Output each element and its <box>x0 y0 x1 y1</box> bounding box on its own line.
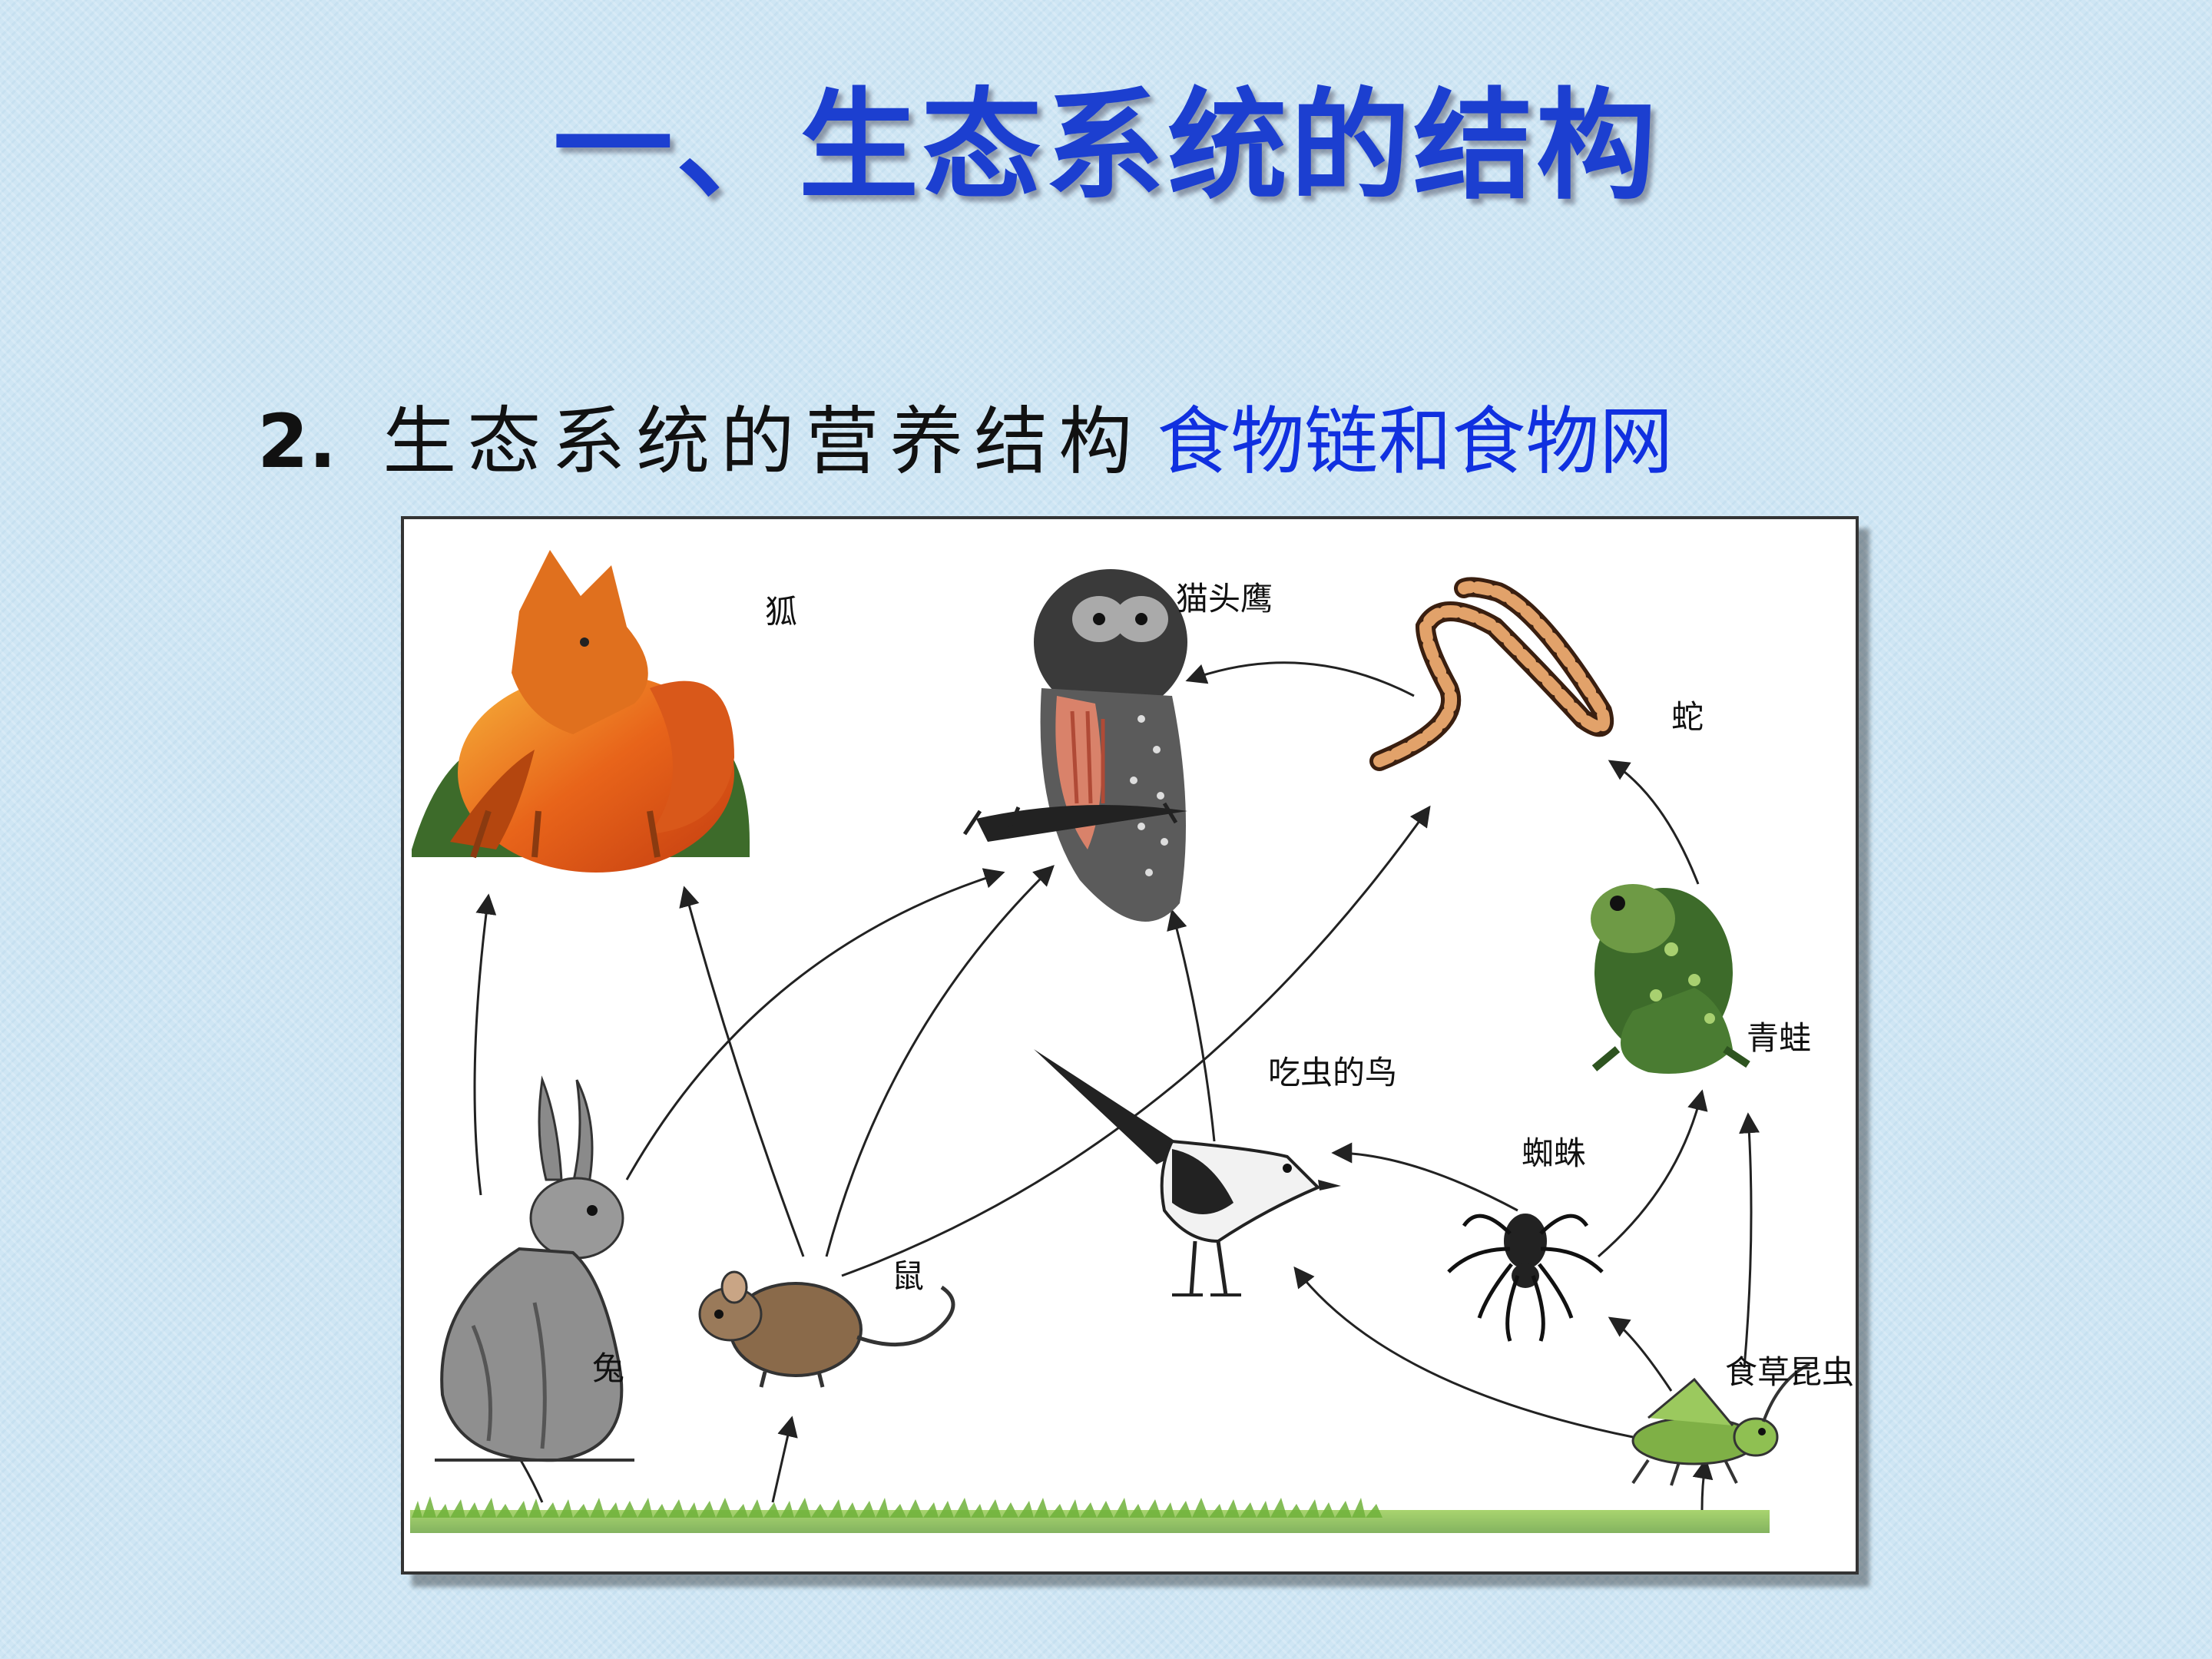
subtitle-text: 生态系统的营养结构 <box>382 399 1144 485</box>
arrow-rabbit-owl <box>625 868 1005 1181</box>
slide-subtitle: 2. 生态系统的营养结构食物链和食物网 <box>257 396 1673 488</box>
arrow-frog-snake <box>1608 760 1700 885</box>
arrow-snake-owl <box>1185 661 1415 697</box>
insect-bird-illustration <box>1034 1049 1341 1296</box>
owl-illustration <box>962 569 1187 922</box>
grasshopper-illustration <box>1631 1363 1810 1486</box>
arrow-mouse-owl <box>825 865 1055 1257</box>
label-rabbit: 兔 <box>592 1349 624 1387</box>
mouse-illustration <box>698 1270 955 1388</box>
subtitle-accent: 食物链和食物网 <box>1157 399 1674 485</box>
arrow-rabbit-fox <box>473 893 497 1196</box>
food-web-arrows <box>473 661 1760 1511</box>
arrow-grasshopper-spider <box>1608 1316 1673 1392</box>
arrow-grasshopper-frog <box>1739 1112 1760 1369</box>
arrow-grass-mouse <box>771 1416 798 1503</box>
frog-illustration <box>1591 884 1750 1074</box>
arrow-spider-frog <box>1598 1089 1708 1258</box>
spider-illustration <box>1447 1214 1604 1342</box>
label-fox: 狐 <box>765 593 797 631</box>
arrow-mouse-fox <box>679 886 805 1257</box>
snake-illustration <box>1369 577 1614 771</box>
arrow-grass-grasshopper <box>1692 1458 1714 1511</box>
fox-illustration <box>412 550 750 873</box>
rabbit-illustration <box>435 1075 634 1462</box>
label-frog: 青蛙 <box>1747 1019 1811 1057</box>
label-snake: 蛇 <box>1671 698 1704 736</box>
arrow-grasshopper-bird <box>1293 1266 1634 1439</box>
arrow-bird-owl <box>1167 909 1216 1142</box>
arrow-mouse-snake <box>841 805 1431 1277</box>
label-mouse: 鼠 <box>892 1257 924 1295</box>
label-insect-bird: 吃虫的鸟 <box>1268 1054 1397 1091</box>
food-web-diagram: 狐 猫头鹰 蛇 青蛙 吃虫的鸟 蜘蛛 兔 鼠 食草昆虫 <box>410 550 1854 1533</box>
subtitle-number: 2. <box>257 399 337 485</box>
grass-strip <box>410 1496 1771 1533</box>
label-owl: 猫头鹰 <box>1176 580 1273 618</box>
food-web-panel: 狐 猫头鹰 蛇 青蛙 吃虫的鸟 蜘蛛 兔 鼠 食草昆虫 <box>401 516 1859 1575</box>
label-grasshopper: 食草昆虫 <box>1725 1353 1854 1391</box>
slide-title: 一、生态系统的结构 <box>553 76 1659 216</box>
label-spider: 蜘蛛 <box>1522 1134 1586 1172</box>
arrow-spider-bird <box>1331 1142 1518 1212</box>
